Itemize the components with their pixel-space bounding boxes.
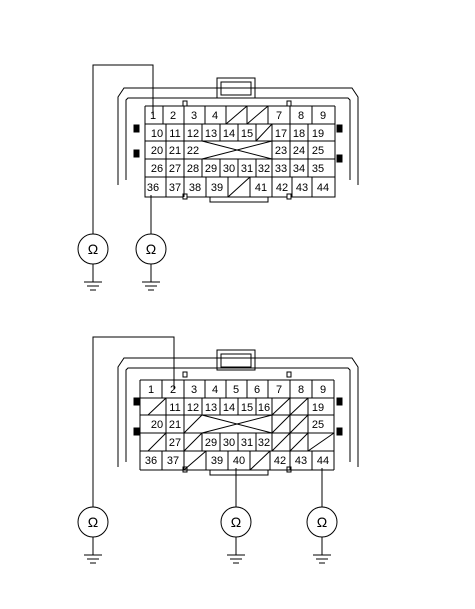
probe-wires-bottom — [77, 336, 338, 564]
ohmmeter-icon: Ω — [317, 514, 327, 530]
pin-label: 27 — [169, 163, 181, 175]
pin-label: 33 — [275, 163, 287, 175]
pin-label: 17 — [275, 128, 287, 140]
pin-label: 44 — [317, 182, 329, 194]
pin-label: 18 — [293, 128, 305, 140]
pin-label: 8 — [298, 384, 304, 396]
connector-top — [117, 77, 359, 203]
pin-label: 8 — [298, 110, 304, 122]
pin-label: 29 — [205, 163, 217, 175]
pin-label: 14 — [223, 402, 235, 414]
ohmmeter-symbols: Ω Ω Ω Ω Ω — [88, 241, 327, 530]
pin-label: 3 — [191, 384, 197, 396]
pin-label: 32 — [258, 163, 270, 175]
pin-label: 16 — [258, 402, 270, 414]
pin-label: 36 — [145, 455, 157, 467]
pin-label: 12 — [187, 402, 199, 414]
pin-label: 13 — [205, 402, 217, 414]
probe-wires-top — [77, 64, 167, 291]
pin-label: 41 — [255, 182, 267, 194]
pin-label: 12 — [187, 128, 199, 140]
pin-label: 38 — [189, 182, 201, 194]
pin-label: 21 — [169, 419, 181, 431]
pin-label: 10 — [151, 128, 163, 140]
pin-label: 31 — [241, 437, 253, 449]
pin-label: 7 — [276, 110, 282, 122]
pin-label: 3 — [191, 110, 197, 122]
pin-label: 19 — [312, 128, 324, 140]
pin-label: 42 — [274, 455, 286, 467]
pin-label: 39 — [211, 455, 223, 467]
pin-label: 1 — [150, 110, 156, 122]
ohmmeter-icon: Ω — [146, 241, 156, 257]
pin-label: 1 — [148, 384, 154, 396]
pin-label: 21 — [169, 145, 181, 157]
pin-label: 22 — [187, 145, 199, 157]
pin-label: 19 — [312, 402, 324, 414]
pin-label: 2 — [170, 384, 176, 396]
pin-label: 15 — [241, 402, 253, 414]
pin-label: 9 — [320, 384, 326, 396]
pin-label: 44 — [317, 455, 329, 467]
pin-label: 24 — [293, 145, 305, 157]
pin-label: 42 — [276, 182, 288, 194]
pin-label: 40 — [233, 455, 245, 467]
pin-label: 5 — [233, 384, 239, 396]
pin-label: 29 — [205, 437, 217, 449]
ohmmeter-icon: Ω — [88, 241, 98, 257]
pin-label: 14 — [223, 128, 235, 140]
pin-label: 4 — [212, 384, 218, 396]
pin-label: 11 — [169, 128, 180, 140]
pin-label: 34 — [293, 163, 305, 175]
pin-label: 28 — [187, 163, 199, 175]
pin-label: 32 — [258, 437, 270, 449]
pin-label: 35 — [312, 163, 324, 175]
pin-label: 13 — [205, 128, 217, 140]
pin-label: 31 — [241, 163, 253, 175]
pin-label: 20 — [151, 145, 163, 157]
pin-labels-top: 1 2 3 4 7 8 9 10 11 12 13 14 15 17 18 19… — [147, 110, 329, 194]
pin-label: 43 — [295, 455, 307, 467]
pin-label: 25 — [312, 419, 324, 431]
pin-label: 9 — [320, 110, 326, 122]
pin-label: 25 — [312, 145, 324, 157]
pin-label: 43 — [296, 182, 308, 194]
pin-label: 7 — [276, 384, 282, 396]
pin-label: 2 — [170, 110, 176, 122]
pin-label: 30 — [223, 437, 235, 449]
ohmmeter-icon: Ω — [88, 514, 98, 530]
ohmmeter-icon: Ω — [231, 514, 241, 530]
pin-label: 15 — [241, 128, 253, 140]
pin-label: 4 — [212, 110, 218, 122]
pin-label: 20 — [151, 419, 163, 431]
pin-label: 27 — [169, 437, 181, 449]
pin-label: 37 — [169, 182, 181, 194]
pin-label: 26 — [151, 163, 163, 175]
pin-label: 37 — [167, 455, 179, 467]
pin-label: 39 — [211, 182, 223, 194]
pin-label: 6 — [254, 384, 260, 396]
pin-label: 23 — [275, 145, 287, 157]
pin-label: 11 — [169, 402, 180, 414]
pin-labels-bottom: 1 2 3 4 5 6 7 8 9 11 12 13 14 15 16 19 2… — [145, 384, 329, 467]
pin-label: 36 — [147, 182, 159, 194]
pin-label: 30 — [223, 163, 235, 175]
connector-bottom — [117, 349, 359, 476]
